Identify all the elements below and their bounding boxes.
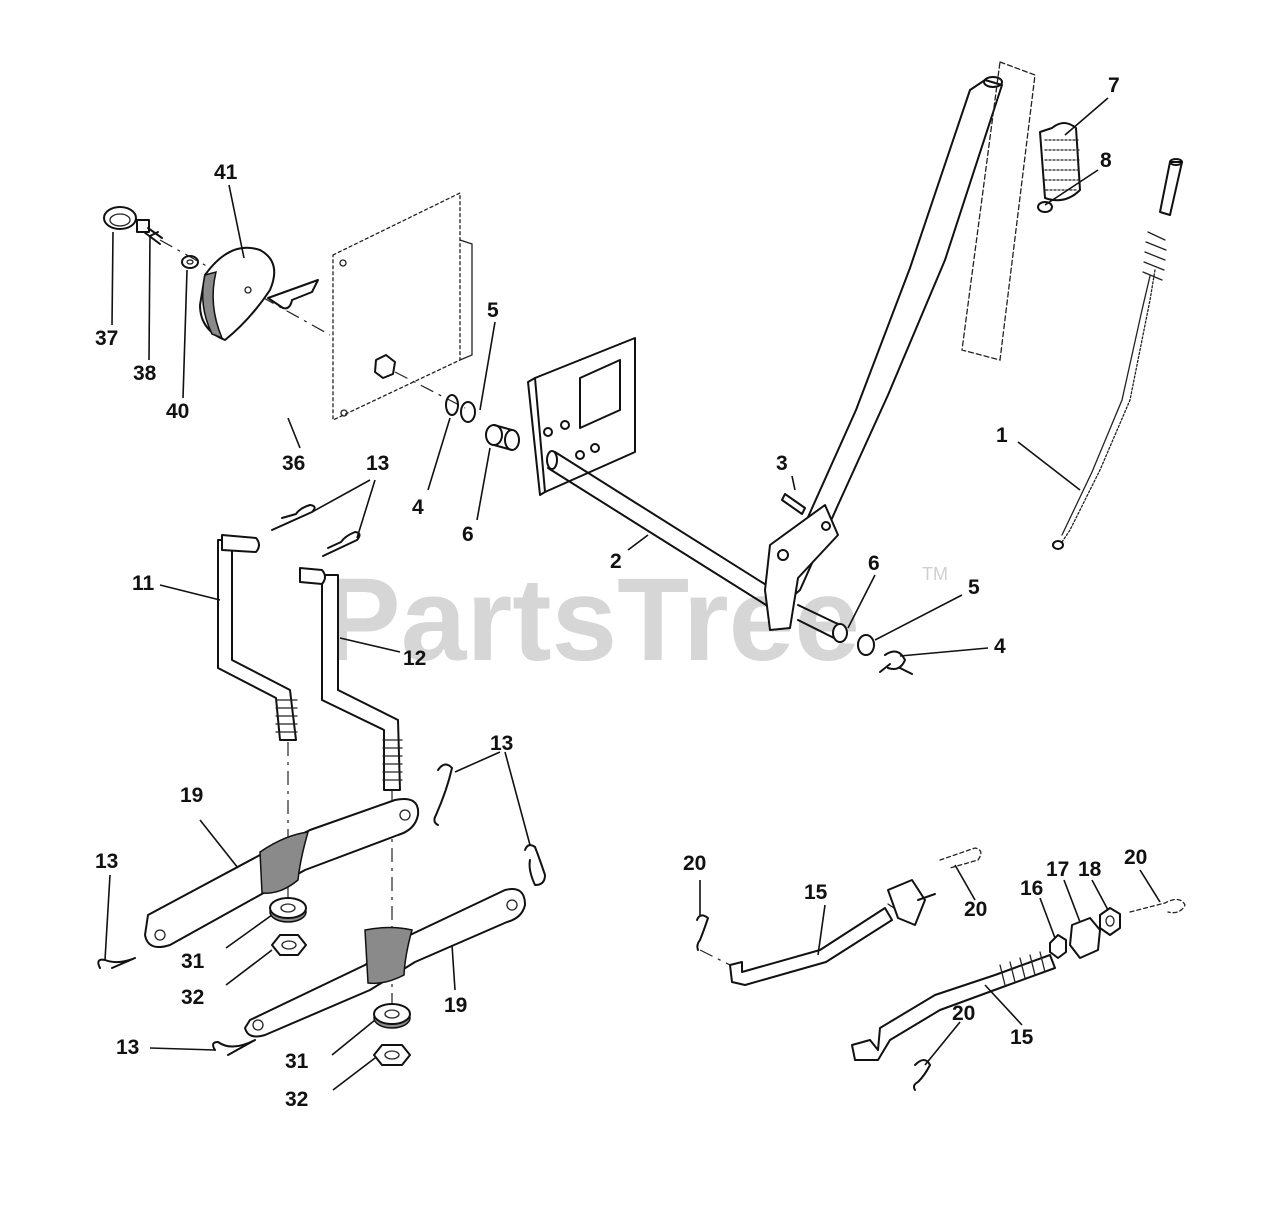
part-12-lift-link <box>299 567 403 791</box>
mounting-plate <box>332 191 473 422</box>
part-7-spring-cover <box>1039 122 1081 202</box>
callout-13-left: 13 <box>95 850 118 873</box>
callout-17: 17 <box>1046 858 1069 881</box>
callout-16: 16 <box>1020 877 1043 900</box>
lift-bracket-plate <box>527 337 636 496</box>
callout-38: 38 <box>133 362 157 385</box>
part-5-washer-right <box>857 634 875 656</box>
callout-1: 1 <box>996 424 1008 447</box>
part-20-clip-lower <box>913 1059 931 1091</box>
callout-6-right: 6 <box>868 552 880 575</box>
part-5-washer-left <box>460 401 476 423</box>
callout-4-right: 4 <box>994 635 1006 658</box>
part-20-clip-left <box>696 914 709 951</box>
part-13-clip-upper-b <box>322 531 361 557</box>
callout-37: 37 <box>95 327 118 350</box>
callout-40: 40 <box>166 400 189 423</box>
callout-19-upper: 19 <box>180 784 203 807</box>
callout-4-left: 4 <box>412 496 424 519</box>
part-41-knob <box>199 246 276 341</box>
part-17-block <box>1069 917 1101 959</box>
part-19-lift-arm-lower <box>244 888 526 1038</box>
callout-5-right: 5 <box>968 576 980 599</box>
part-20-clip-far-right <box>1129 898 1186 914</box>
callout-18: 18 <box>1078 858 1102 881</box>
callout-20-far-right: 20 <box>1124 846 1147 869</box>
part-32-nut-upper <box>271 934 307 956</box>
part-32-nut-lower <box>373 1044 411 1066</box>
part-16-nut <box>1049 934 1067 959</box>
part-2-cross-shaft <box>546 450 791 616</box>
callout-6-left: 6 <box>462 523 474 546</box>
lift-handle-arm <box>764 76 1003 631</box>
callout-32-upper: 32 <box>181 986 204 1009</box>
part-6-bushing-left <box>485 424 520 451</box>
leader-lines <box>104 97 1161 1091</box>
callout-15-upper: 15 <box>804 881 828 904</box>
callout-12: 12 <box>403 647 426 670</box>
part-13-clip-left <box>97 957 136 969</box>
part-4-washer-left <box>445 394 459 416</box>
callout-13-mid: 13 <box>490 732 513 755</box>
callout-20-left: 20 <box>683 852 706 875</box>
part-4-ring-right <box>879 650 913 675</box>
callout-11: 11 <box>132 572 155 595</box>
part-36-clip <box>267 279 319 310</box>
part-19-lift-arm-upper <box>144 798 420 948</box>
callout-31-upper: 31 <box>181 950 205 973</box>
plate-centerline <box>394 371 466 409</box>
part-13-clip-mid-a <box>433 763 453 826</box>
callout-2: 2 <box>610 550 622 573</box>
part-37-cap <box>103 206 137 230</box>
callout-3: 3 <box>776 452 788 475</box>
callout-labels: 1 2 3 4 4 5 5 6 6 7 8 11 12 13 13 13 13 … <box>95 74 1147 1111</box>
part-13-clip-lower <box>212 1039 256 1056</box>
part-1-spring-rod <box>1052 158 1183 550</box>
part-15-rod-upper <box>729 879 936 986</box>
callout-15-lower: 15 <box>1010 1026 1034 1049</box>
part-20-clip-upper-right <box>939 847 982 869</box>
callout-5-left: 5 <box>487 299 499 322</box>
part-31-washer-lower <box>373 1003 411 1029</box>
part-13-clip-upper-a <box>271 504 316 531</box>
watermark-tm: TM <box>922 564 948 584</box>
part-15-rod-lower <box>851 951 1056 1061</box>
part-6-bushing-right <box>797 604 848 643</box>
callout-13-top: 13 <box>366 452 389 475</box>
callout-7: 7 <box>1108 74 1120 97</box>
part-31-washer-upper <box>269 897 307 923</box>
part-11-lift-link <box>217 534 298 741</box>
part-18-nut <box>1099 907 1121 936</box>
callout-20-upper-right: 20 <box>964 898 987 921</box>
part-8-ring <box>1037 201 1053 213</box>
callout-19-lower: 19 <box>444 994 467 1017</box>
callout-20-lower: 20 <box>952 1002 975 1025</box>
callout-13-lower: 13 <box>116 1036 139 1059</box>
part-38-screw <box>136 219 163 245</box>
part-3-pin <box>781 493 806 515</box>
callout-31-lower: 31 <box>285 1050 309 1073</box>
callout-36: 36 <box>282 452 305 475</box>
part-40-washer <box>181 255 199 269</box>
callout-32-lower: 32 <box>285 1088 308 1111</box>
handle-grip-outline <box>961 61 1036 361</box>
callout-8: 8 <box>1100 149 1112 172</box>
callout-41: 41 <box>214 161 238 184</box>
part-13-clip-mid-b <box>524 844 546 886</box>
